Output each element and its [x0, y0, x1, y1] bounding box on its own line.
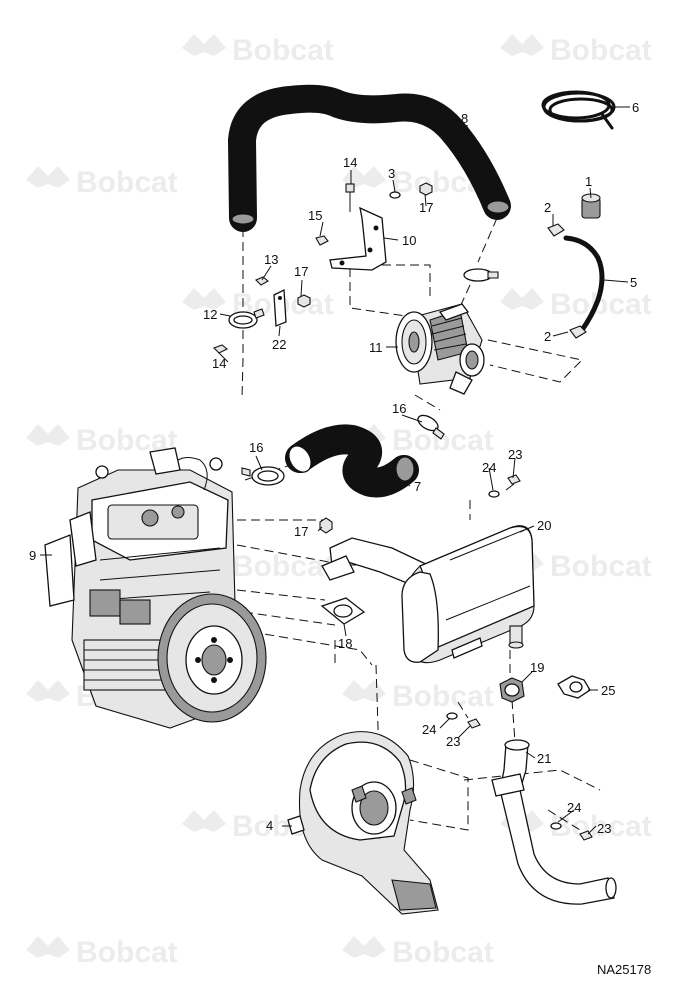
callout-14: 14	[343, 155, 357, 170]
hose-clamp	[463, 268, 499, 282]
watermark: Bobcat	[26, 936, 178, 969]
callout-18: 18	[338, 636, 352, 651]
bolt	[467, 718, 481, 729]
nut	[419, 182, 433, 196]
muffler	[321, 525, 535, 664]
tailpipe-clamp	[557, 675, 591, 699]
callout-16: 16	[249, 440, 263, 455]
lower-intake-hose	[285, 424, 419, 498]
hose-clamp	[228, 308, 265, 329]
watermark: Bobcat	[500, 288, 652, 321]
callout-23: 23	[597, 821, 611, 836]
svg-text:Bobcat: Bobcat	[550, 550, 652, 583]
callout-2: 2	[544, 200, 551, 215]
callout-23: 23	[446, 734, 460, 749]
svg-text:Bobcat: Bobcat	[392, 424, 494, 457]
callout-17: 17	[294, 524, 308, 539]
tailpipe-clamp	[499, 677, 525, 703]
callout-13: 13	[264, 252, 278, 267]
watermark: Bobcat	[26, 166, 178, 199]
callout-24: 24	[567, 800, 581, 815]
svg-text:Bobcat: Bobcat	[76, 166, 178, 199]
callout-2: 2	[544, 329, 551, 344]
upper-intake-hose	[228, 84, 511, 232]
callout-22: 22	[272, 337, 286, 352]
callout-14: 14	[212, 356, 226, 371]
reference-code: NA25178	[597, 962, 651, 977]
callout-21: 21	[537, 751, 551, 766]
callout-15: 15	[308, 208, 322, 223]
watermark: Bobcat	[182, 34, 334, 67]
callout-24: 24	[482, 460, 496, 475]
callout-3: 3	[388, 166, 395, 181]
clamp-bracket	[273, 288, 287, 327]
callout-9: 9	[29, 548, 36, 563]
callout-12: 12	[203, 307, 217, 322]
small-tube	[563, 235, 605, 333]
callout-10: 10	[402, 233, 416, 248]
watermark: Bobcat	[342, 936, 494, 969]
bolt	[345, 183, 355, 212]
callout-7: 7	[414, 479, 421, 494]
callout-25: 25	[601, 683, 615, 698]
svg-text:Bobcat: Bobcat	[76, 936, 178, 969]
callout-6: 6	[632, 100, 639, 115]
callout-labels: 1 2 2 3 4 5 6 7 8 9 10 11 12 13 14 14 15…	[29, 100, 639, 836]
leader-lines	[40, 106, 630, 835]
exhaust-gasket	[320, 597, 366, 625]
washer	[488, 490, 500, 498]
svg-text:Bobcat: Bobcat	[232, 550, 334, 583]
nut	[297, 294, 311, 308]
washer	[446, 712, 458, 720]
callout-16: 16	[392, 401, 406, 416]
callout-20: 20	[537, 518, 551, 533]
callout-17: 17	[419, 200, 433, 215]
watermark: Bobcat	[500, 34, 652, 67]
callout-23: 23	[508, 447, 522, 462]
air-cleaner	[395, 303, 485, 395]
tailpipe	[491, 739, 617, 905]
flywheel	[157, 593, 267, 723]
callout-17: 17	[294, 264, 308, 279]
hose-clamp	[417, 414, 445, 440]
svg-text:Bobcat: Bobcat	[392, 936, 494, 969]
hose-clamp-fitting	[547, 223, 587, 339]
callout-5: 5	[630, 275, 637, 290]
watermark: Bobcat	[342, 680, 494, 713]
callout-4: 4	[266, 818, 273, 833]
bolt	[255, 276, 269, 286]
callout-8: 8	[461, 111, 468, 126]
mounting-bracket	[329, 206, 387, 271]
callout-19: 19	[530, 660, 544, 675]
washer	[550, 822, 562, 830]
nut	[319, 517, 333, 534]
bolt	[213, 344, 229, 354]
callout-11: 11	[369, 340, 383, 355]
svg-text:Bobcat: Bobcat	[392, 680, 494, 713]
coiled-hose	[541, 90, 616, 130]
callout-24: 24	[422, 722, 436, 737]
svg-text:Bobcat: Bobcat	[550, 34, 652, 67]
hose-clamp	[241, 466, 285, 486]
screw	[315, 235, 329, 246]
engine-shroud	[287, 731, 439, 915]
callout-1: 1	[585, 174, 592, 189]
svg-text:Bobcat: Bobcat	[232, 34, 334, 67]
washer	[389, 191, 401, 199]
